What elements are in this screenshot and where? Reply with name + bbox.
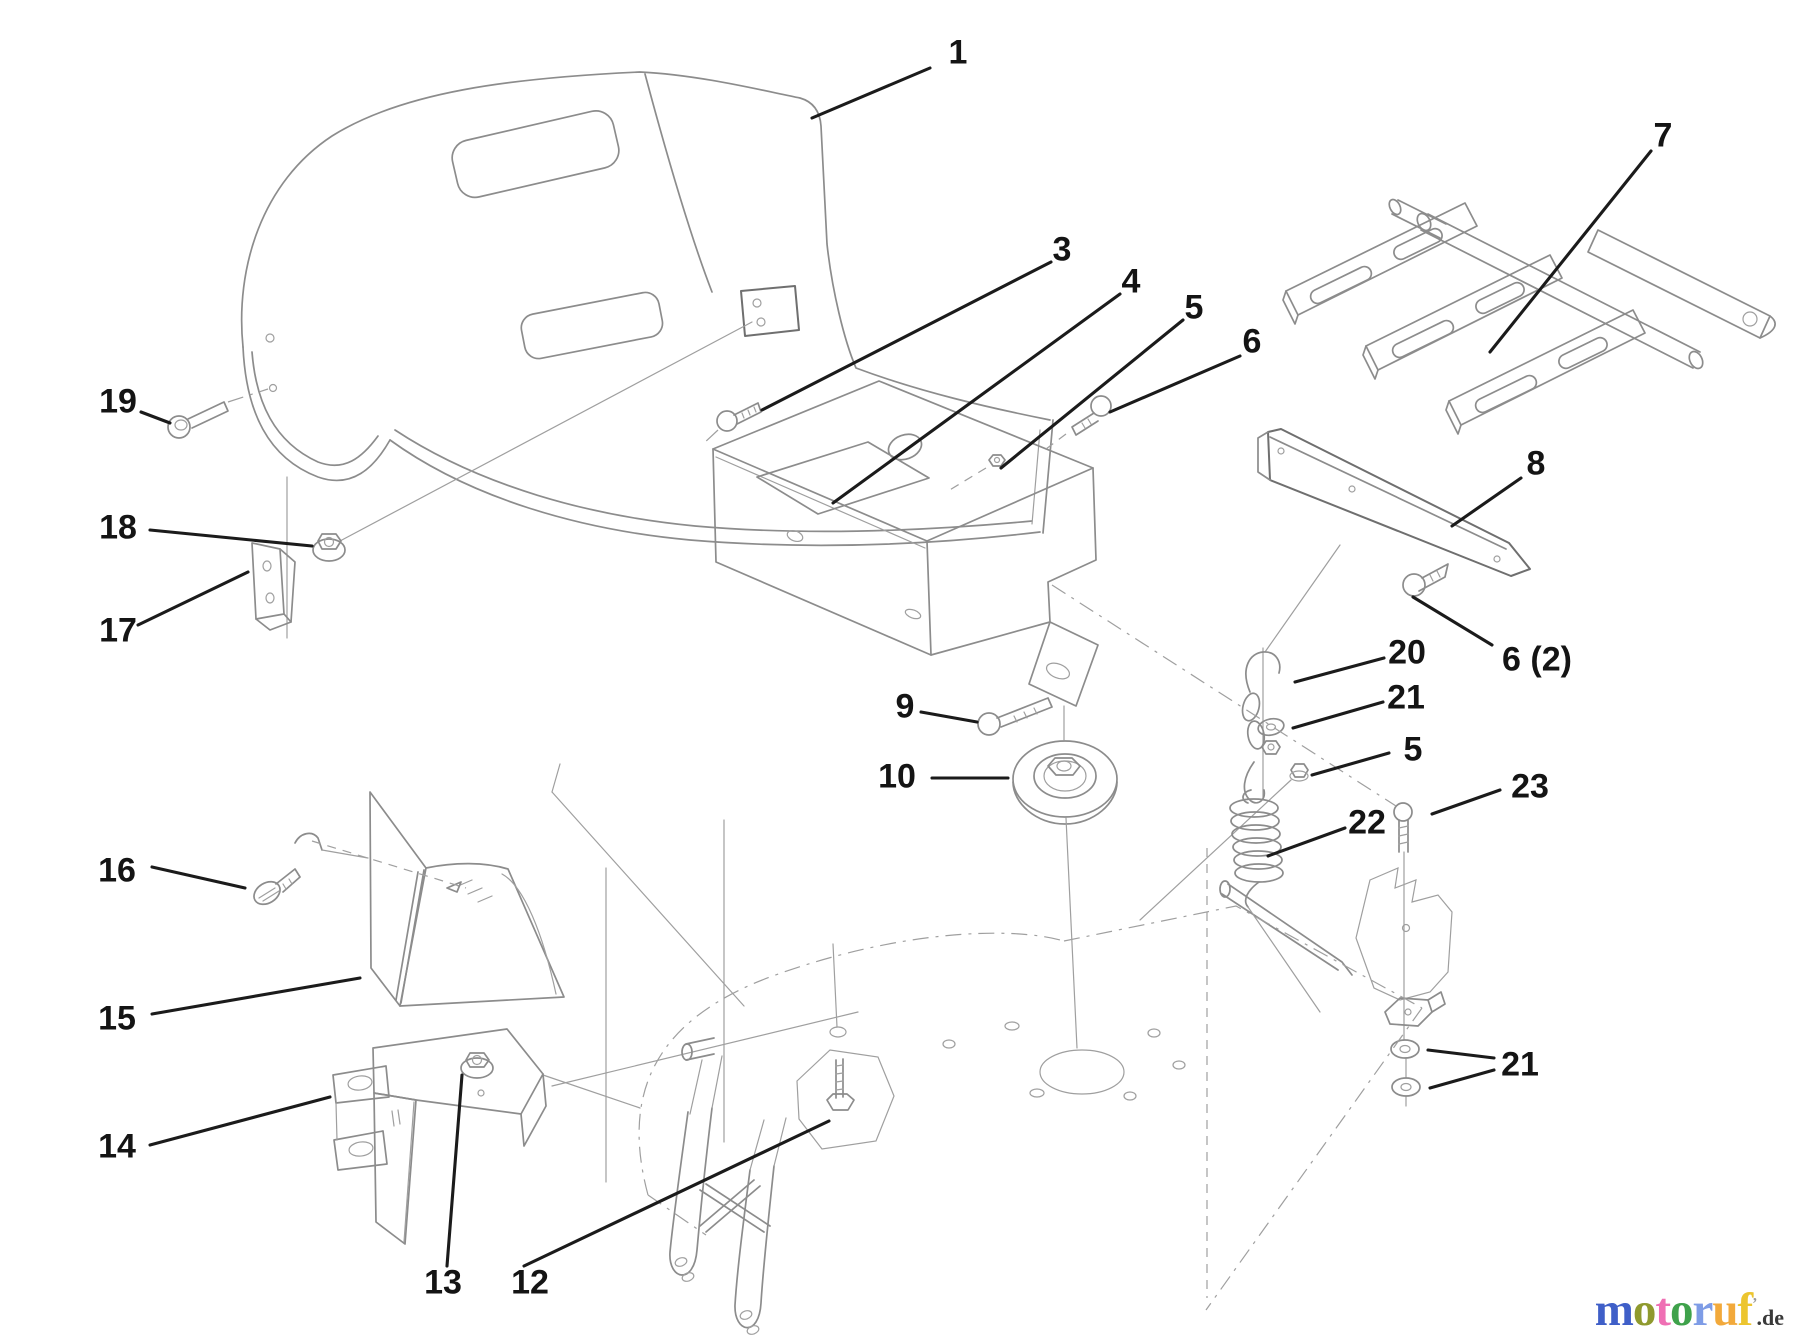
motoruf-logo[interactable]: motoruf’.de — [1595, 1287, 1784, 1334]
bolt-6-qty2 — [1403, 564, 1448, 596]
callout-part-20: 20 — [1388, 633, 1426, 672]
mower-deck-outline — [639, 585, 1422, 1310]
mounting-bracket-part-14 — [333, 1029, 546, 1244]
extension-spring-part-22 — [1230, 790, 1283, 907]
slotted-bar-2 — [1363, 255, 1562, 379]
chain-part-20 — [1240, 545, 1340, 803]
callout-part-16: 16 — [98, 851, 136, 890]
logo-letter: o — [1632, 1284, 1656, 1336]
pivot-arms-part-12 — [670, 1056, 786, 1336]
callout-part-12: 12 — [511, 1263, 549, 1302]
chute-housing-part-1 — [242, 72, 1053, 545]
callout-part-9: 9 — [895, 687, 915, 726]
carriage-bolt-19 — [168, 402, 228, 438]
callout-part-3: 3 — [1052, 230, 1072, 269]
callout-part-21-lower: 21 — [1501, 1045, 1539, 1084]
bolt-9 — [978, 698, 1052, 735]
callout-part-18: 18 — [99, 508, 137, 547]
bolt-3 — [703, 403, 761, 444]
washer-21-upper — [1257, 716, 1286, 737]
callout-part-10: 10 — [878, 757, 916, 796]
idler-pulley-part-10 — [1013, 706, 1117, 1048]
callout-part-21-upper: 21 — [1387, 678, 1425, 717]
callout-part-6-top: 6 — [1242, 322, 1262, 361]
blade-anchor-plate — [797, 944, 894, 1149]
adjustment-rack-part-7 — [1283, 198, 1775, 434]
nut-5-on-cover — [948, 455, 1005, 491]
flat-bar — [1588, 230, 1775, 338]
logo-letter: o — [1670, 1284, 1693, 1336]
callout-part-6-qty2: 6 (2) — [1502, 640, 1572, 679]
callout-part-7: 7 — [1653, 116, 1673, 155]
bolt-6-upper — [1042, 396, 1111, 452]
logo-trademark: ’ — [1752, 1295, 1757, 1313]
support-bracket-part-8 — [1258, 429, 1530, 576]
logo-letter: m — [1594, 1284, 1634, 1336]
callout-part-13: 13 — [424, 1263, 462, 1302]
callout-part-8: 8 — [1526, 444, 1546, 483]
callout-part-23: 23 — [1511, 767, 1549, 806]
deflector-shield-part-15 — [295, 792, 564, 1006]
leader-lines — [138, 68, 1651, 1266]
construction-lines-left — [228, 322, 752, 638]
washers-21-lower — [1391, 1040, 1420, 1096]
callout-part-14: 14 — [98, 1127, 136, 1166]
belt-cover-part-4 — [713, 381, 1098, 706]
callout-part-15: 15 — [98, 999, 136, 1038]
flange-nut-5-mid — [1140, 764, 1308, 920]
callout-part-19: 19 — [99, 382, 137, 421]
flange-nut-18 — [313, 534, 345, 561]
callout-part-4: 4 — [1121, 262, 1141, 301]
cross-rod — [1387, 198, 1706, 371]
logo-letter: f — [1737, 1284, 1754, 1336]
callout-part-5-mid: 5 — [1403, 730, 1423, 769]
idler-lever — [1220, 881, 1352, 1012]
retainer-clip — [1385, 992, 1445, 1026]
nut-on-chain — [1262, 741, 1280, 754]
callout-part-22: 22 — [1348, 803, 1386, 842]
flange-nut-13 — [461, 1053, 493, 1096]
slotted-bar-1 — [1283, 203, 1477, 324]
logo-letter: u — [1712, 1284, 1738, 1336]
logo-domain-suffix: .de — [1756, 1305, 1785, 1330]
screw-16 — [250, 869, 300, 909]
slotted-bar-3 — [1446, 310, 1645, 434]
bolt-23 — [1394, 803, 1412, 1106]
callout-part-17: 17 — [99, 611, 137, 650]
mount-bracket-17 — [252, 543, 295, 630]
baffle-lines — [543, 764, 858, 1182]
logo-letter: t — [1655, 1284, 1671, 1336]
callout-part-1: 1 — [948, 33, 968, 72]
anchor-plate — [1356, 868, 1452, 1000]
callout-part-5-top: 5 — [1184, 288, 1204, 327]
logo-letter: r — [1692, 1284, 1714, 1336]
